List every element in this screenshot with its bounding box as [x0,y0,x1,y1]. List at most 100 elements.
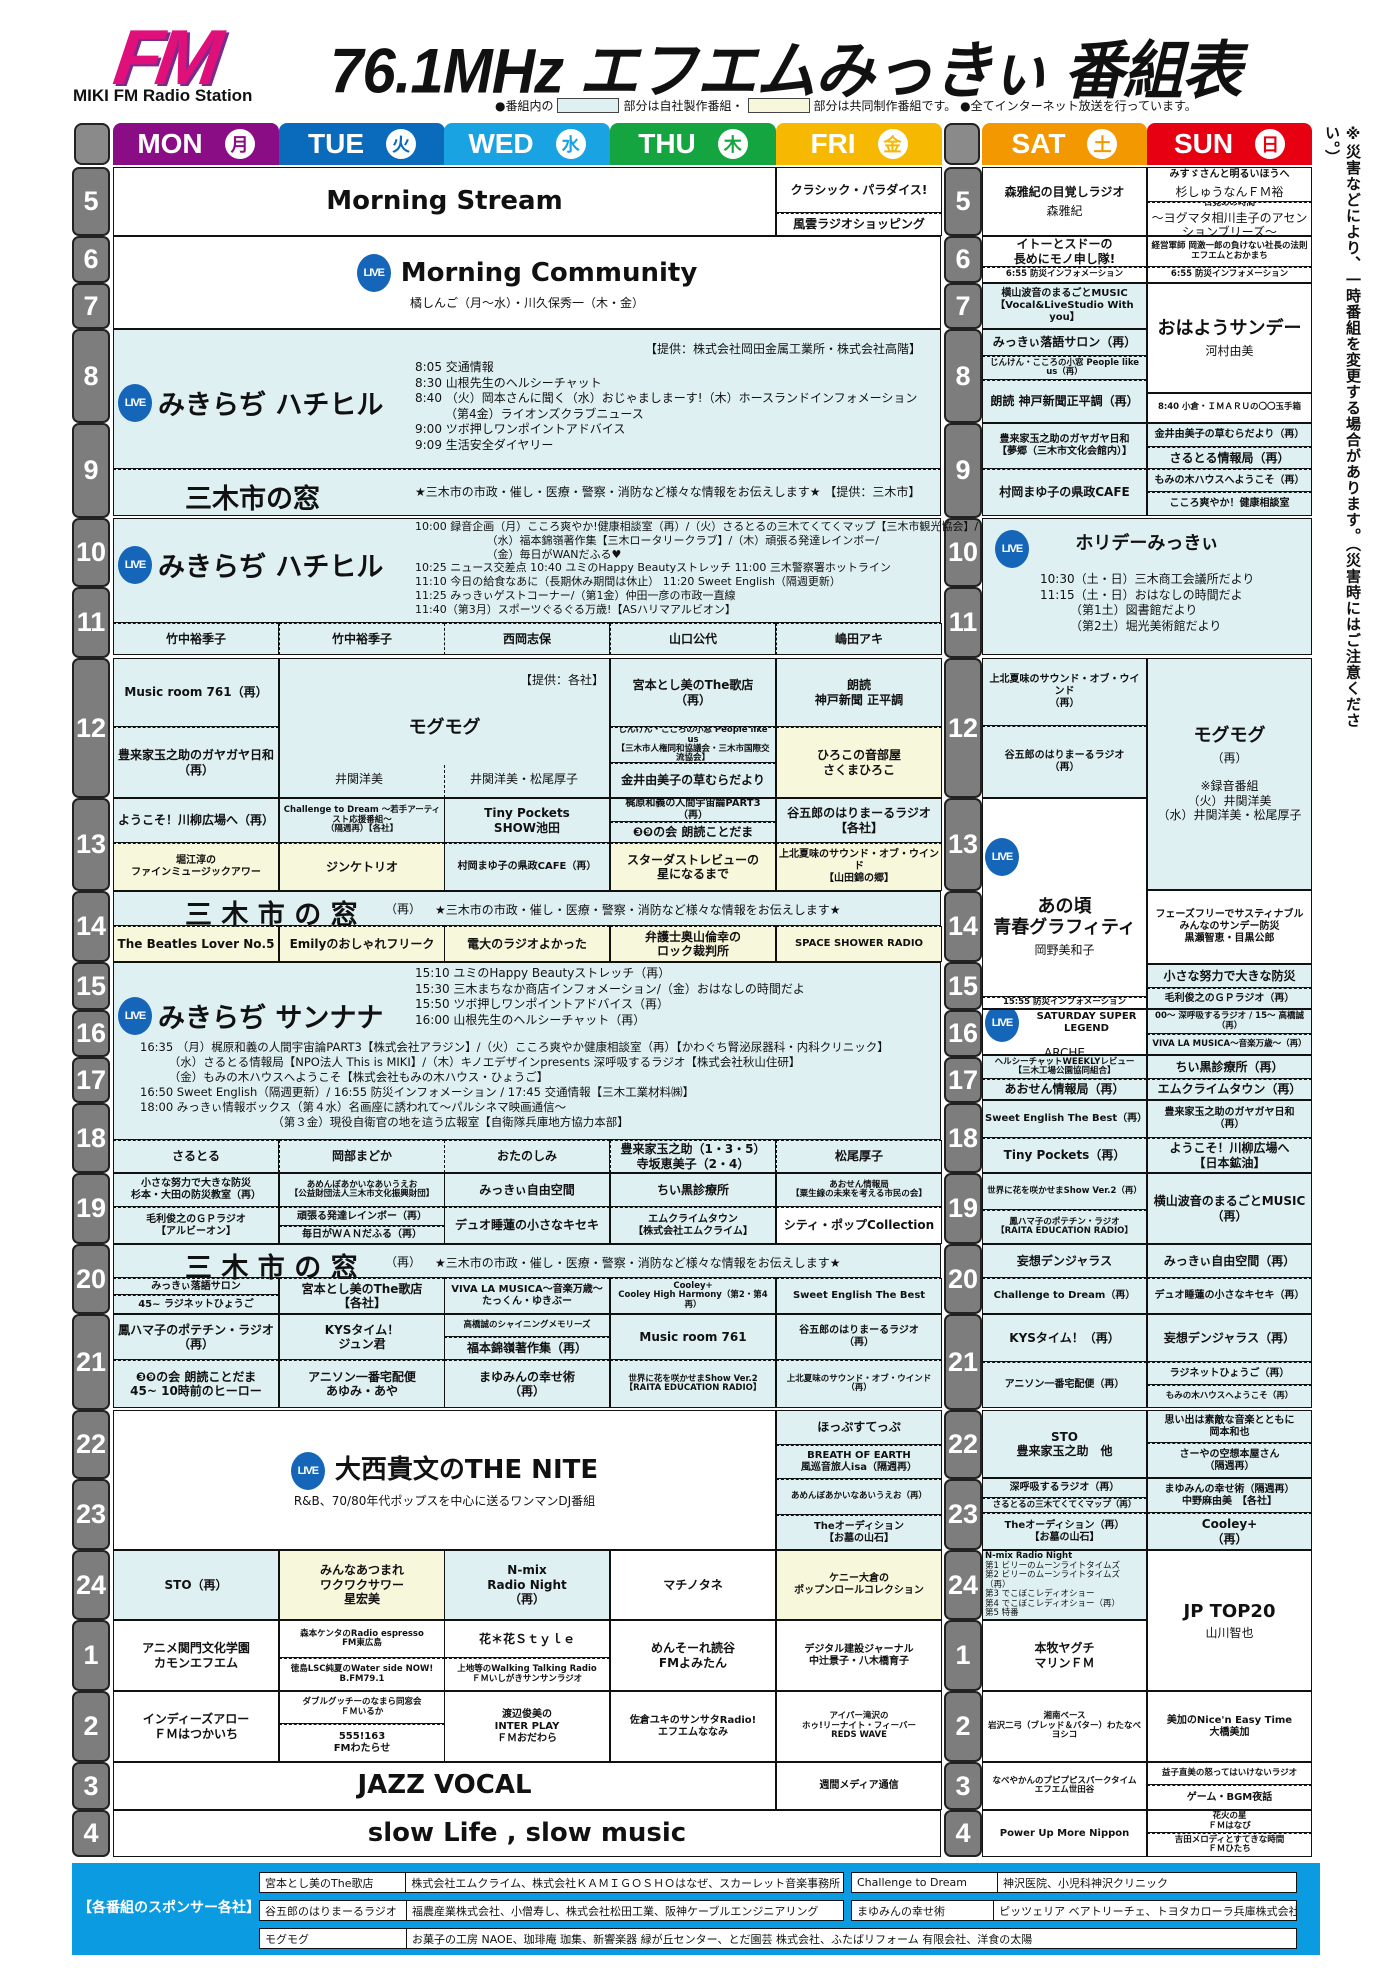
program-cell-th13a[interactable]: 梶原和義の人間宇宙論PART3（再） [610,798,776,822]
program-cell-s18a[interactable]: Sweet English The Best（再） [982,1100,1147,1138]
program-cell-u18b[interactable]: ようこそ！川柳広場へ 【日本鉱油】 [1147,1138,1312,1173]
program-cell-w13a[interactable]: Tiny Pockets SHOW池田 [444,798,610,843]
program-cell-m21a[interactable]: 鳳ハマ子のポテチン・ラジオ （再） [113,1314,279,1360]
program-cell-s8a[interactable]: みっきぃ落語サロン（再） [982,329,1147,356]
program-cell-u15a[interactable]: 小さな努力で大きな防災 [1147,964,1312,988]
program-cell-w2[interactable]: 渡辺俊美の INTER PLAY ＦＭおだわら [444,1691,610,1762]
program-cell-m19a[interactable]: 小さな努力で大きな防災 杉本・大田の防災教室（再） [113,1173,279,1207]
program-cell-tu19b[interactable]: 頑張る発達レインボー（再） [279,1207,445,1226]
program-cell-u3b[interactable]: ゲーム・BGM夜話 [1147,1785,1312,1810]
program-cell-w1b[interactable]: 上地等のWalking Talking Radio ＦＭいしがきサンサンラジオ [444,1658,610,1691]
program-cell-f21a[interactable]: 谷五郎のはりまーるラジオ （再） [776,1314,942,1360]
program-cell-w21a[interactable]: 高橋誠のシャイニングメモリーズ [444,1314,610,1337]
program-cell-u21b[interactable]: ラジネットひょうご（再） [1147,1362,1312,1385]
program-cell-s8c[interactable]: 朗読 神戸新聞正平調（再） [982,380,1147,423]
program-cell-u9d[interactable]: こころ爽やか！健康相談室 [1147,492,1312,516]
program-cell-m12b[interactable]: 豊来家玉之助のガヤガヤ日和 （再） [113,727,279,798]
program-cell-s21a[interactable]: KYSタイム！（再） [982,1314,1147,1362]
program-cell-u5a[interactable]: みすゞさんと明るいほうへ杉しゅうなんＦＭ裕 [1147,167,1312,202]
program-cell-tu13b[interactable]: ジンケトリオ [279,843,445,891]
program-cell-u22a[interactable]: 思い出は素敵な音楽とともに 岡本和也 [1147,1410,1312,1443]
program-cell-u5b[interactable]: 目覚めの時間～ヨグマタ相川圭子のアセンションブリーズ～ [1147,202,1312,236]
program-cell-u16b[interactable]: VIVA LA MUSICA～音楽万歳～（再） [1147,1034,1312,1055]
program-cell-f3[interactable]: 週間メディア通信 [776,1762,942,1810]
program-cell-s9a[interactable]: 豊来家玉之助のガヤガヤ日和 【夢郷（三木市文化会館内）】 [982,423,1147,469]
program-cell-n11d[interactable]: 山口公代 [610,623,776,655]
program-cell-u20a[interactable]: みっきぃ自由空間（再） [1147,1244,1312,1278]
program-cell-w24[interactable]: N-mix Radio Night （再） [444,1550,610,1620]
program-cell-m20a[interactable]: みっきぃ落語サロン [113,1278,279,1295]
program-cell-w19a[interactable]: みっきぃ自由空間 [444,1173,610,1207]
program-cell-u22b[interactable]: さーやの空想本屋さん （隔週再） [1147,1443,1312,1478]
program-cell-w14[interactable]: 電大のラジオよかった [444,926,610,962]
program-cell-f20[interactable]: Sweet English The Best [776,1278,942,1314]
program-cell-u12[interactable]: モグモグ（再）※録音番組 （火）井関洋美 （水）井関洋美・松尾厚子 [1147,658,1312,890]
program-cell-tu2b[interactable]: 555!163 FMわたらせ [279,1724,445,1762]
program-cell-u21c[interactable]: もみの木ハウスへようこそ（再） [1147,1385,1312,1408]
program-cell-u7[interactable]: おはようサンデー河村由美 [1147,283,1312,393]
program-cell-u21a[interactable]: 妄想デンジャラス（再） [1147,1314,1312,1362]
program-cell-u9c[interactable]: もみの木ハウスへようこそ（再） [1147,469,1312,492]
program-cell-n11e[interactable]: 嶋田アキ [776,623,942,655]
program-cell-u4b[interactable]: 吉田メロディとすてきな時間 ＦＭひたち [1147,1833,1312,1857]
program-cell-tu13a[interactable]: Challenge to Dream ～若手アーティスト応援番組～ （隔週再）【… [279,798,445,843]
program-cell-th1[interactable]: めんそーれ読谷 FMよみたん [610,1620,776,1691]
program-cell-u20b[interactable]: デュオ睡蓮の小さなキセキ（再） [1147,1278,1312,1314]
program-cell-u23b[interactable]: Cooley+ （再） [1147,1513,1312,1550]
program-cell-u9a[interactable]: 金井由美子の草むらだより（再） [1147,423,1312,447]
program-cell-th19a[interactable]: ちい黒診療所 [610,1173,776,1207]
program-cell-mado2[interactable] [113,891,941,926]
program-cell-f12b[interactable]: ひろこの音部屋 さくまひろこ [776,727,942,798]
program-cell-n18a[interactable]: さるとる [113,1140,279,1173]
program-cell-m13a[interactable]: ようこそ！川柳広場へ（再） [113,798,279,843]
program-cell-f22b[interactable]: BREATH OF EARTH 風巡音旅人isa（隔週再） [776,1445,942,1479]
program-cell-s1555[interactable]: 15:55 防災インフォメーション [982,997,1147,1009]
program-cell-jazz[interactable]: JAZZ VOCAL [113,1762,776,1810]
program-cell-f24[interactable]: ケニー大倉の ポップンロールコレクション [776,1550,942,1620]
program-cell-s18b[interactable]: Tiny Pockets（再） [982,1138,1147,1173]
program-cell-slow[interactable]: slow Life , slow music [113,1810,941,1857]
program-cell-th12c[interactable]: 金井由美子の草むらだより [610,763,776,798]
program-cell-s19b[interactable]: 鳳ハマ子のポテチン・ラジオ 【RAITA EDUCATION RADIO】 [982,1210,1147,1244]
program-cell-s23c[interactable]: Theオーディション（再） 【お墓の山石】 [982,1513,1147,1550]
program-cell-u4a[interactable]: 花火の星 ＦＭはなび [1147,1810,1312,1833]
program-cell-n18b[interactable]: 岡部まどか [279,1140,445,1173]
program-cell-m20b[interactable]: 45~ ラジネットひょうご [113,1295,279,1314]
program-cell-s7[interactable]: 横山波音のまるごとMUSIC 【Vocal&LiveStudio With yo… [982,283,1147,329]
program-cell-th12b[interactable]: じんけん・こころの小窓 People like us 【三木市人権同和協議会・三… [610,727,776,763]
program-cell-s19a[interactable]: 世界に花を咲かせまShow Ver.2（再） [982,1173,1147,1210]
program-cell-w21b[interactable]: 福本錦嶺著作集（再） [444,1337,610,1360]
program-cell-tu14[interactable]: Emilyのおしゃれフリーク [279,926,445,962]
program-cell-s17a[interactable]: ヘルシーチャットWEEKLYレビュー 【三木工場公園協同組合】 [982,1055,1147,1079]
program-cell-n11b[interactable]: 竹中裕季子 [279,623,445,655]
program-cell-f1[interactable]: デジタル建設ジャーナル 中辻景子・八木橋育子 [776,1620,942,1691]
program-cell-th13b[interactable]: ❸❾の会 朗読ことだま [610,822,776,843]
program-cell-hh2[interactable] [113,518,941,623]
program-cell-th20[interactable]: Cooley+ Cooley High Harmony（第2・第4再） [610,1278,776,1314]
program-cell-mado1[interactable] [113,469,941,516]
program-cell-s3[interactable]: なべやかんのプピプピスパークタイム エフエム世田谷 [982,1762,1147,1810]
program-cell-u2[interactable]: 美加のNice'n Easy Time 大橋美加 [1147,1691,1312,1762]
program-cell-u17a[interactable]: ちい黒診療所（再） [1147,1055,1312,1079]
program-cell-th14[interactable]: 弁護士奥山倫幸の ロック裁判所 [610,926,776,962]
program-cell-f2[interactable]: アイパー滝沢の ホゥ!リーナイト・フィーバー REDS WAVE [776,1691,942,1762]
program-cell-sn[interactable] [113,962,941,1140]
program-cell-tu2a[interactable]: ダブルグッチーのなまら同窓会 ＦＭいるか [279,1691,445,1724]
program-cell-ms[interactable]: Morning Stream [113,167,776,236]
program-cell-u9b[interactable]: さるとる情報局（再） [1147,447,1312,469]
program-cell-tu19a[interactable]: あめんぼあかいなあいうえお 【公益財団法人三木市文化振興財団】 [279,1173,445,1207]
program-cell-w13b[interactable]: 村岡まゆ子の県政CAFE（再） [444,843,610,891]
program-cell-s5[interactable]: 森雅紀の目覚しラジオ森雅紀 [982,167,1147,236]
program-cell-s8b[interactable]: じんけん・こころの小窓 People like us（再） [982,356,1147,380]
program-cell-n18d[interactable]: 豊来家玉之助（1・3・5） 寺坂恵美子（2・4） [610,1140,776,1173]
program-cell-tu24[interactable]: みんなあつまれ ワクワクサワー 星宏美 [279,1550,445,1620]
program-cell-th24[interactable]: マチノタネ [610,1550,776,1620]
program-cell-u14[interactable]: フェーズフリーでサスティナブル みんなのサンデー防災 黒瀬智恵・目黒公郎 [1147,890,1312,964]
program-cell-tu1a[interactable]: 森本ケンタのRadio espresso FM東広島 [279,1620,445,1658]
program-cell-w1a[interactable]: 花＊花Ｓｔｙｌｅ [444,1620,610,1658]
program-cell-m21b[interactable]: ❸❾の会 朗読ことだま 45~ 10時前のヒーロー [113,1360,279,1408]
program-cell-m12a[interactable]: Music room 761（再） [113,658,279,727]
